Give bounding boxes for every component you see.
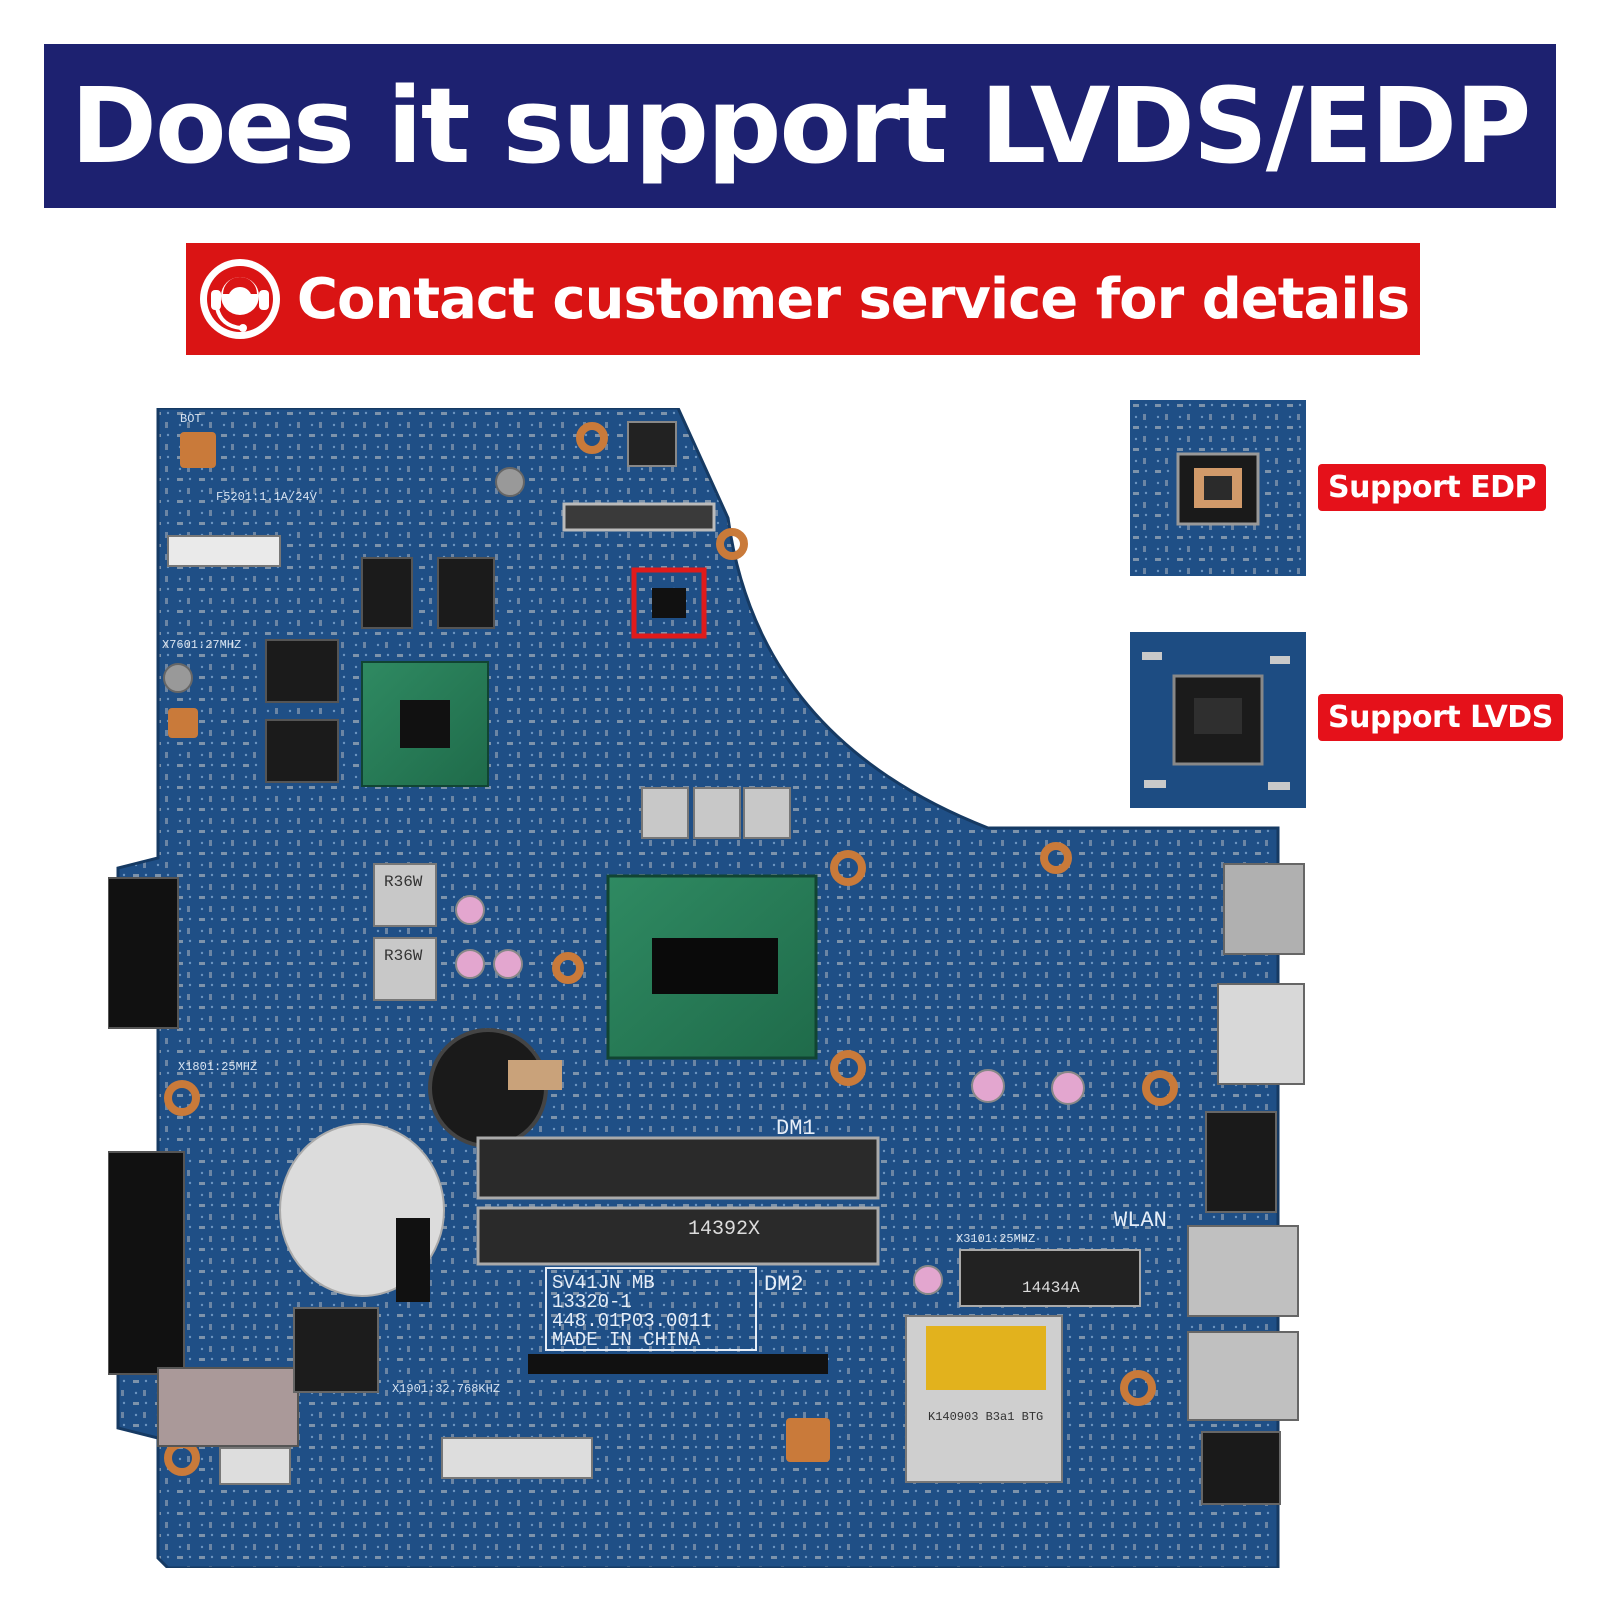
ram-slot-dm2 — [476, 1206, 880, 1266]
slot-label-dm2: DM2 — [764, 1272, 804, 1297]
headset-icon — [199, 259, 280, 339]
x1801-label: X1801:25MHZ — [178, 1060, 257, 1074]
board-model: SV41JN MB — [552, 1272, 655, 1294]
wlan-slot — [959, 1249, 1141, 1307]
x7601-label: X7601:27MHZ — [162, 638, 241, 652]
ram-code: 14392X — [688, 1218, 760, 1241]
display-chip-highlight — [631, 567, 707, 639]
lvds-chip-inset — [1130, 632, 1306, 808]
board-code-1: 13320-1 — [552, 1291, 632, 1313]
ram-slot-dm1 — [476, 1136, 880, 1200]
x3101-label: X3101:25MHZ — [956, 1232, 1035, 1246]
card-label: K140903 B3a1 BTG — [928, 1410, 1043, 1424]
page-title: Does it support LVDS/EDP — [70, 65, 1532, 187]
support-lvds-badge: Support LVDS — [1318, 694, 1563, 741]
title-banner: Does it support LVDS/EDP — [44, 44, 1556, 208]
wlan-label: WLAN — [1114, 1208, 1167, 1233]
fuse-label: F5201:1.1A/24V — [216, 490, 318, 504]
contact-banner: Contact customer service for details — [186, 243, 1420, 355]
edp-chip-inset — [1130, 400, 1306, 576]
wlan-code: 14434A — [1022, 1279, 1080, 1297]
motherboard-image: R36W R36W 14392X SV41JN MB 13320-1 448.0… — [108, 408, 1305, 1568]
choke-label-2: R36W — [384, 947, 423, 965]
x1901-label: X1901:32.768KHZ — [392, 1382, 500, 1396]
lcd-connector — [562, 502, 716, 532]
slot-label-dm1: DM1 — [776, 1116, 816, 1141]
contact-text: Contact customer service for details — [296, 266, 1410, 332]
support-edp-badge: Support EDP — [1318, 464, 1546, 511]
gpu-chip — [361, 661, 489, 787]
board-origin: MADE IN CHINA — [552, 1329, 701, 1351]
bot-label: BOT — [180, 412, 202, 426]
choke-label-1: R36W — [384, 873, 423, 891]
board-code-2: 448.01P03.0011 — [552, 1310, 712, 1332]
